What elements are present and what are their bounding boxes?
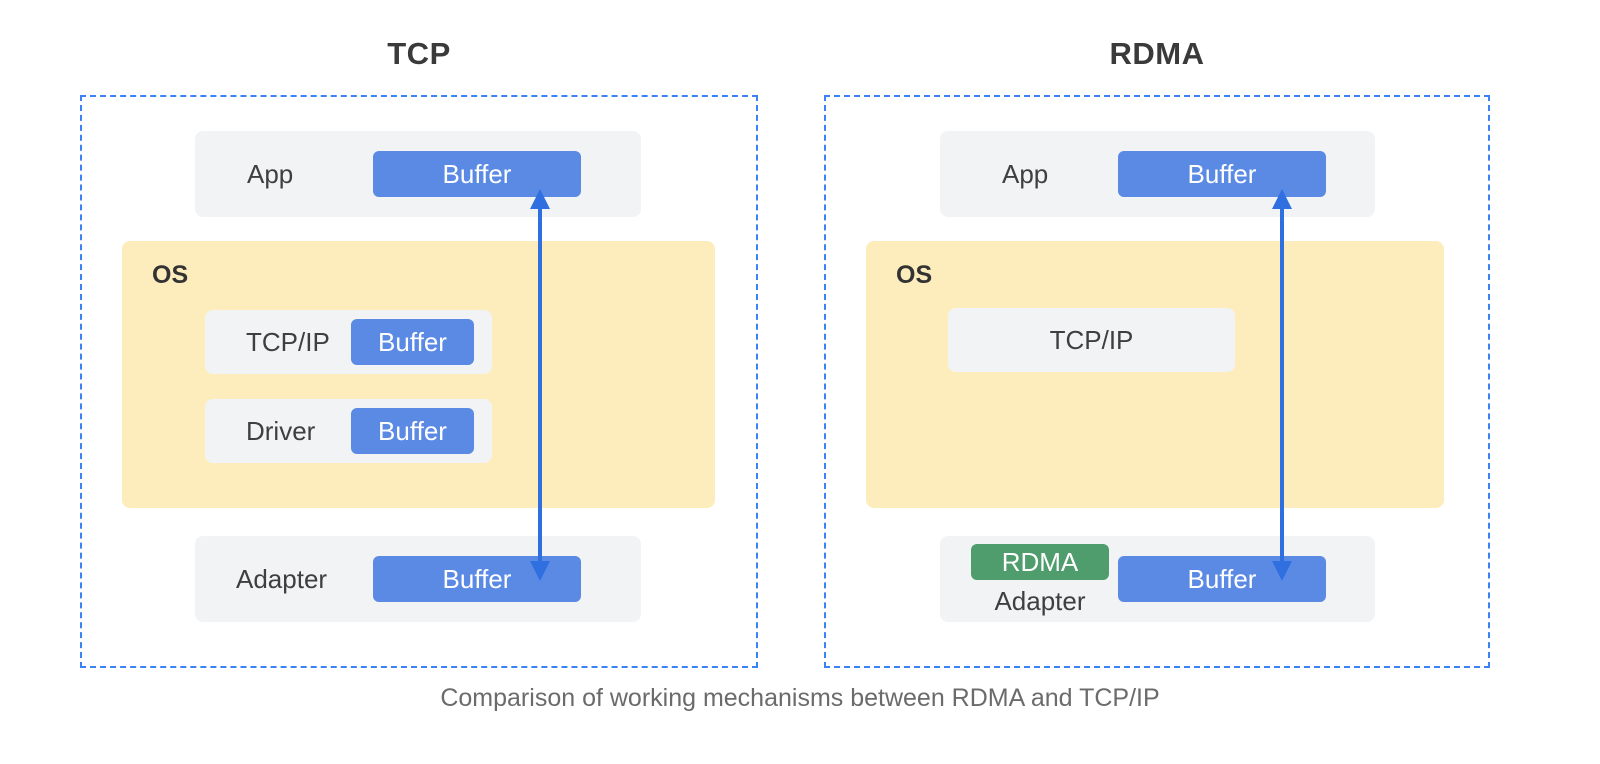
rdma-app-buffer: Buffer: [1118, 151, 1326, 197]
tcp-app-buffer: Buffer: [373, 151, 581, 197]
tcp-tcpip-buffer: Buffer: [351, 319, 474, 365]
tcp-tcpip-layer: TCP/IP Buffer: [205, 310, 492, 374]
tcp-os-label: OS: [152, 261, 189, 289]
panel-title-rdma: RDMA: [1109, 36, 1205, 71]
tcp-driver-layer: Driver Buffer: [205, 399, 492, 463]
rdma-app-label: App: [1002, 159, 1049, 189]
tcp-driver-label: Driver: [246, 416, 316, 446]
rdma-tcpip-layer: TCP/IP: [948, 308, 1235, 372]
panel-frame-tcp: [80, 95, 758, 668]
tcp-app-label: App: [247, 159, 294, 189]
rdma-tcpip-label: TCP/IP: [1049, 325, 1134, 355]
rdma-adapter-buffer: Buffer: [1118, 556, 1326, 602]
rdma-adapter-badge: RDMA: [971, 544, 1109, 580]
tcp-adapter-buffer: Buffer: [373, 556, 581, 602]
panel-title-tcp: TCP: [387, 36, 451, 71]
tcp-adapter-layer: Adapter Buffer: [195, 536, 641, 622]
rdma-os-region: OS: [866, 241, 1444, 508]
panel-frame-rdma: [824, 95, 1490, 668]
rdma-adapter-label: Adapter: [994, 586, 1086, 616]
tcp-os-region: OS: [122, 241, 715, 508]
tcp-adapter-label: Adapter: [236, 564, 328, 594]
rdma-adapter-layer: RDMA Adapter Buffer: [940, 536, 1375, 622]
rdma-adapter-identity: RDMA Adapter: [970, 544, 1110, 614]
tcp-driver-buffer: Buffer: [351, 408, 474, 454]
tcp-tcpip-label: TCP/IP: [246, 327, 330, 357]
figure-caption: Comparison of working mechanisms between…: [440, 684, 1160, 712]
rdma-os-label: OS: [896, 261, 933, 289]
rdma-app-layer: App Buffer: [940, 131, 1375, 217]
tcp-app-layer: App Buffer: [195, 131, 641, 217]
